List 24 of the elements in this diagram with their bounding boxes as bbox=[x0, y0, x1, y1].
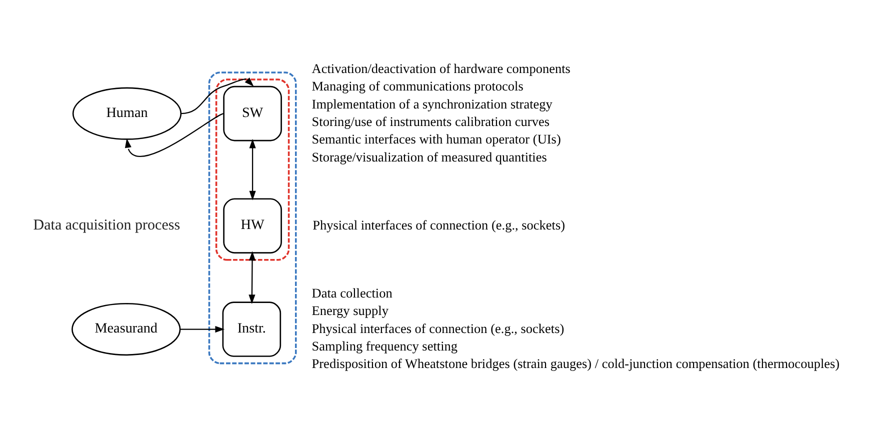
arrow bbox=[124, 113, 224, 157]
node-label: Predisposition of Wheatstone bridges (strain gauges) / cold-junction compensation (thermocouples) bbox=[312, 356, 840, 372]
node-box: HW bbox=[223, 198, 282, 254]
node-label: Managing of communications protocols bbox=[312, 78, 524, 94]
arrow bbox=[249, 138, 256, 200]
arrow bbox=[248, 251, 256, 304]
node-label: Data collection bbox=[312, 285, 392, 300]
arrow bbox=[180, 326, 225, 333]
cluster bbox=[208, 72, 297, 364]
node-box: SW bbox=[223, 86, 282, 142]
node-label: Implementation of a synchronization strategy bbox=[312, 96, 552, 112]
node-label: Physical interfaces of connection (e.g., sockets) bbox=[312, 217, 566, 232]
node-label: Activation/deactivation of hardware components bbox=[312, 60, 570, 76]
node-label: Energy supply bbox=[312, 303, 388, 318]
node-ellipse: Human bbox=[72, 87, 182, 140]
node-label: Physical interfaces of connection (e.g., sockets) bbox=[312, 320, 564, 336]
node-label: Semantic interfaces with human operator (UIs) bbox=[312, 132, 561, 147]
node-ellipse: Measurand bbox=[72, 302, 181, 356]
node-label: Sampling frequency setting bbox=[312, 338, 458, 354]
node-label: Storage/visualization of measured quantities bbox=[312, 149, 547, 164]
label: Data acquisition process bbox=[33, 217, 180, 234]
node-label: Storing/use of instruments calibration curves bbox=[312, 114, 550, 129]
node-box: Instr. bbox=[222, 302, 282, 357]
arrow bbox=[180, 78, 254, 114]
